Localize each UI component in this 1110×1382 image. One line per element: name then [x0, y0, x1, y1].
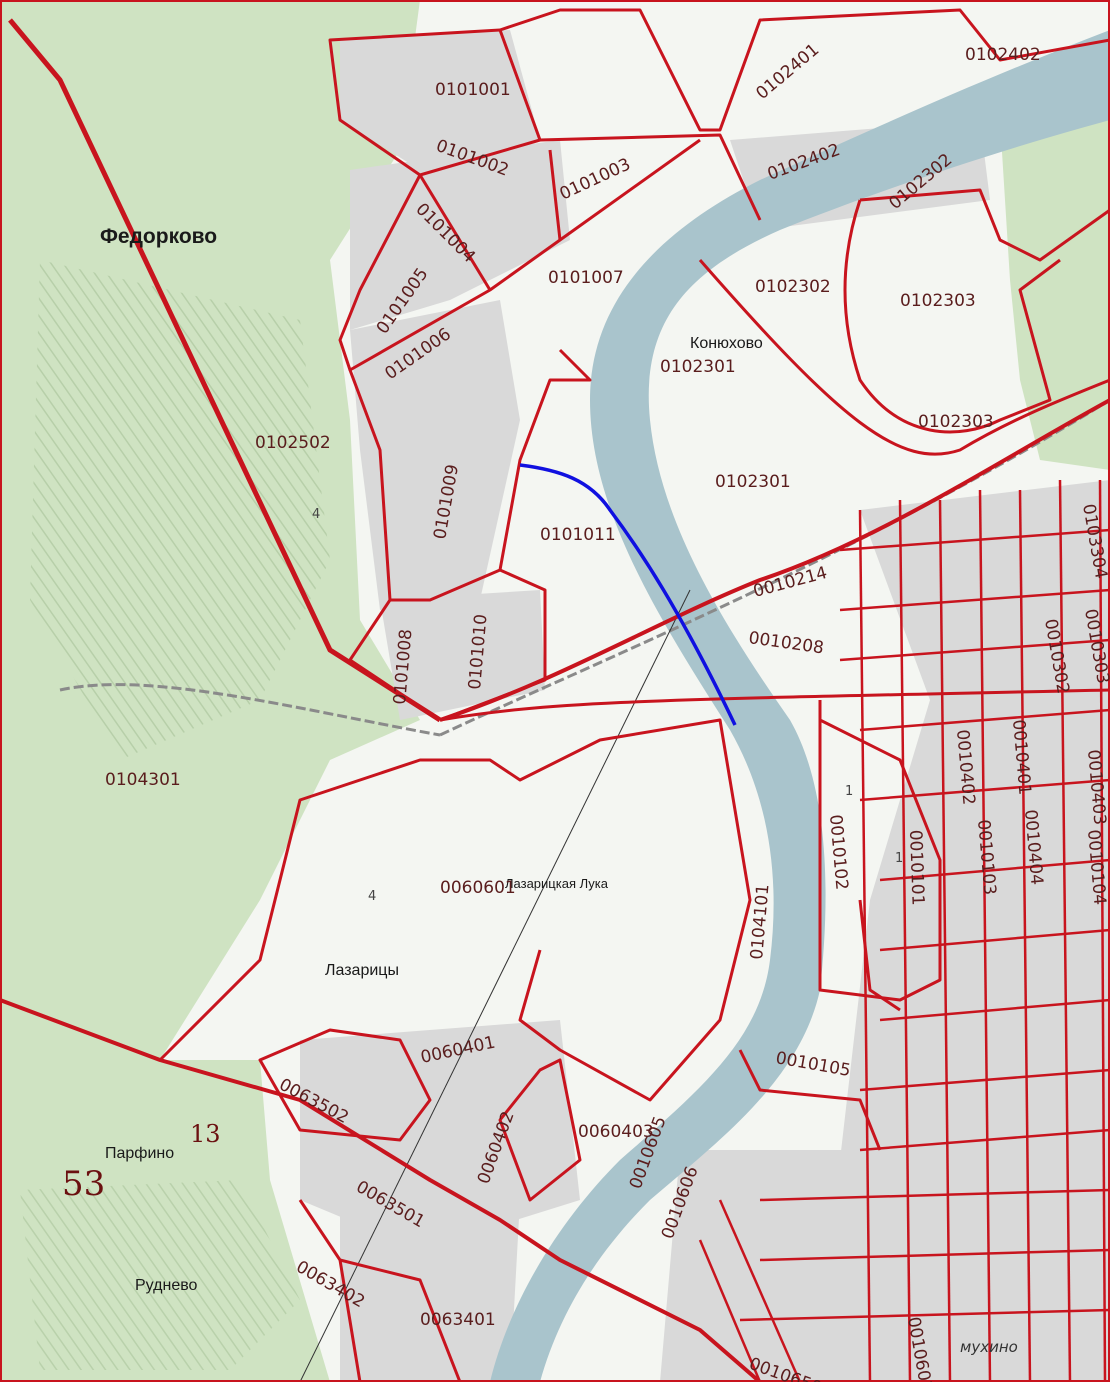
- place-konyukhovo: Конюхово: [690, 335, 763, 352]
- parcel-label: 0102303: [918, 412, 994, 432]
- place-mukhino: мухино: [960, 1338, 1018, 1356]
- forest-hatch-southwest: [20, 1180, 300, 1370]
- small-number-a: 4: [312, 507, 320, 522]
- place-fedorkovo: Федорково: [100, 225, 217, 248]
- parcel-label: 0102301: [715, 472, 791, 492]
- place-parfino: Парфино: [105, 1145, 174, 1162]
- river: [490, 30, 1110, 1382]
- parcel-label: 0104301: [105, 770, 181, 790]
- small-number-d: 1: [895, 851, 903, 866]
- place-labels: Федорково Конюхово Лазарицы Лазарицкая Л…: [62, 225, 1018, 1356]
- parcel-label: 0010101: [905, 829, 928, 905]
- parcel-label: 0102303: [900, 291, 976, 311]
- region-number: 53: [62, 1164, 105, 1204]
- parcel-label: 0060601: [440, 878, 516, 898]
- parcel-boundaries: [0, 8, 1110, 1382]
- small-number-c: 1: [845, 784, 853, 799]
- parcel-label: 0101007: [548, 268, 624, 288]
- forest-hatch-west: [30, 260, 330, 760]
- place-rudnovo: Руднево: [135, 1277, 198, 1294]
- highlighted-boundary: [519, 463, 737, 726]
- small-number-b: 4: [368, 889, 376, 904]
- parcel-label: 0102301: [660, 357, 736, 377]
- parcel-label: 0060403: [578, 1122, 654, 1142]
- place-lazaritskaya-luka: Лазарицкая Лука: [505, 876, 609, 891]
- parcel-label: 0101001: [435, 80, 511, 100]
- parcel-label: 0102402: [965, 45, 1041, 65]
- parcel-label: 0063401: [420, 1310, 496, 1330]
- parcel-label: 0102302: [755, 277, 831, 297]
- forest-area-northeast: [1000, 90, 1110, 470]
- town-grid: [698, 479, 1110, 1382]
- district-number: 13: [190, 1120, 221, 1148]
- place-lazaritsy: Лазарицы: [325, 962, 399, 979]
- parcel-label: 0102502: [255, 433, 331, 453]
- survey-line: [299, 589, 691, 1382]
- parcel-label: 0101011: [540, 525, 616, 545]
